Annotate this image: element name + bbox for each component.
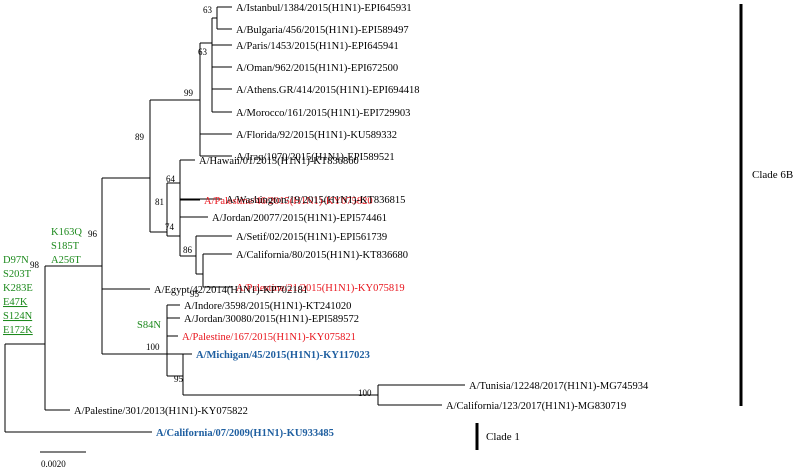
taxon-california80: A/California/80/2015(H1N1)-KT836680 [236, 250, 408, 261]
taxon-athens: A/Athens.GR/414/2015(H1N1)-EPI694418 [236, 85, 419, 96]
taxon-indore: A/Indore/3598/2015(H1N1)-KT241020 [184, 301, 351, 312]
taxon-egypt: A/Egypt/42/2014(H1N1)-KP702181 [154, 285, 308, 296]
bootstrap-value: 99 [184, 88, 194, 98]
taxon-jordan30080: A/Jordan/30080/2015(H1N1)-EPI589572 [184, 314, 359, 325]
taxon-palestine46: A/Palestine/46/2015(H1N1)-KY075820 [204, 196, 373, 207]
taxon-california07: A/California/07/2009(H1N1)-KU933485 [156, 428, 334, 439]
bootstrap-value: 100 [146, 342, 160, 352]
taxon-bulgaria: A/Bulgaria/456/2015(H1N1)-EPI589497 [236, 25, 409, 36]
taxon-washington: A/Washington/19/2015(H1N1)-KT836815 [226, 195, 405, 206]
tree-branches [4, 6, 465, 433]
bootstrap-value: 100 [358, 388, 372, 398]
bootstrap-value: 86 [183, 245, 193, 255]
taxon-iraq: A/Iraq/1070/2015(H1N1)-EPI589521 [236, 152, 395, 163]
taxon-paris: A/Paris/1453/2015(H1N1)-EPI645941 [236, 41, 399, 52]
bootstrap-value: 64 [166, 174, 176, 184]
bootstrap-value: 74 [165, 222, 175, 232]
mutation-label-underlined: E172K [3, 325, 33, 336]
clade-annotations: Clade 6B Clade 1 [475, 4, 793, 450]
scale-bar: 0.0020 [40, 451, 86, 469]
mutation-label-underlined: S124N [3, 311, 33, 322]
mutation-label: A256T [51, 255, 81, 266]
taxon-michigan: A/Michigan/45/2015(H1N1)-KY117023 [196, 350, 370, 361]
clade-1-label: Clade 1 [486, 431, 520, 443]
mutation-label: S203T [3, 269, 32, 280]
clade-6b-label: Clade 6B [752, 169, 793, 181]
taxon-palestine21: A/Palestine/21/2015(H1N1)-KY075819 [236, 283, 405, 294]
scale-bar-label: 0.0020 [41, 459, 66, 469]
taxon-oman: A/Oman/962/2015(H1N1)-EPI672500 [236, 63, 398, 74]
bootstrap-values: 63 63 99 89 64 81 74 86 95 96 98 100 95 … [30, 5, 372, 398]
mutation-label: S84N [137, 320, 161, 331]
taxon-tunisia: A/Tunisia/12248/2017(H1N1)-MG745934 [469, 381, 649, 392]
taxon-palestine167: A/Palestine/167/2015(H1N1)-KY075821 [182, 332, 356, 343]
mutation-label: K163Q [51, 227, 82, 238]
taxon-setif: A/Setif/02/2015(H1N1)-EPI561739 [236, 232, 387, 243]
bootstrap-value: 95 [190, 289, 200, 299]
taxon-morocco: A/Morocco/161/2015(H1N1)-EPI729903 [236, 108, 410, 119]
taxon-palestine301: A/Palestine/301/2013(H1N1)-KY075822 [74, 406, 248, 417]
taxon-istanbul: A/Istanbul/1384/2015(H1N1)-EPI645931 [236, 3, 412, 14]
bootstrap-value: 98 [30, 260, 40, 270]
taxon-labels: A/Istanbul/1384/2015(H1N1)-EPI645931 A/B… [74, 3, 649, 439]
mutation-label: D97N [3, 255, 29, 266]
bootstrap-value: 96 [88, 229, 98, 239]
mutation-label: S185T [51, 241, 80, 252]
mutation-annotations: K163Q S185T A256T D97N S203T K283E E47K … [3, 227, 161, 336]
bootstrap-value: 89 [135, 132, 145, 142]
mutation-label: K283E [3, 283, 33, 294]
taxon-jordan20077: A/Jordan/20077/2015(H1N1)-EPI574461 [212, 213, 387, 224]
bootstrap-value: 81 [155, 197, 164, 207]
taxon-hawaii: A/Hawaii/01/2015(H1N1)-KT836860 [199, 156, 359, 167]
taxon-florida: A/Florida/92/2015(H1N1)-KU589332 [236, 130, 397, 141]
mutation-label-underlined: E47K [3, 297, 28, 308]
bootstrap-value: 95 [174, 374, 184, 384]
bootstrap-value: 63 [203, 5, 213, 15]
taxon-california123: A/California/123/2017(H1N1)-MG830719 [446, 401, 626, 412]
bootstrap-value: 63 [198, 47, 208, 57]
